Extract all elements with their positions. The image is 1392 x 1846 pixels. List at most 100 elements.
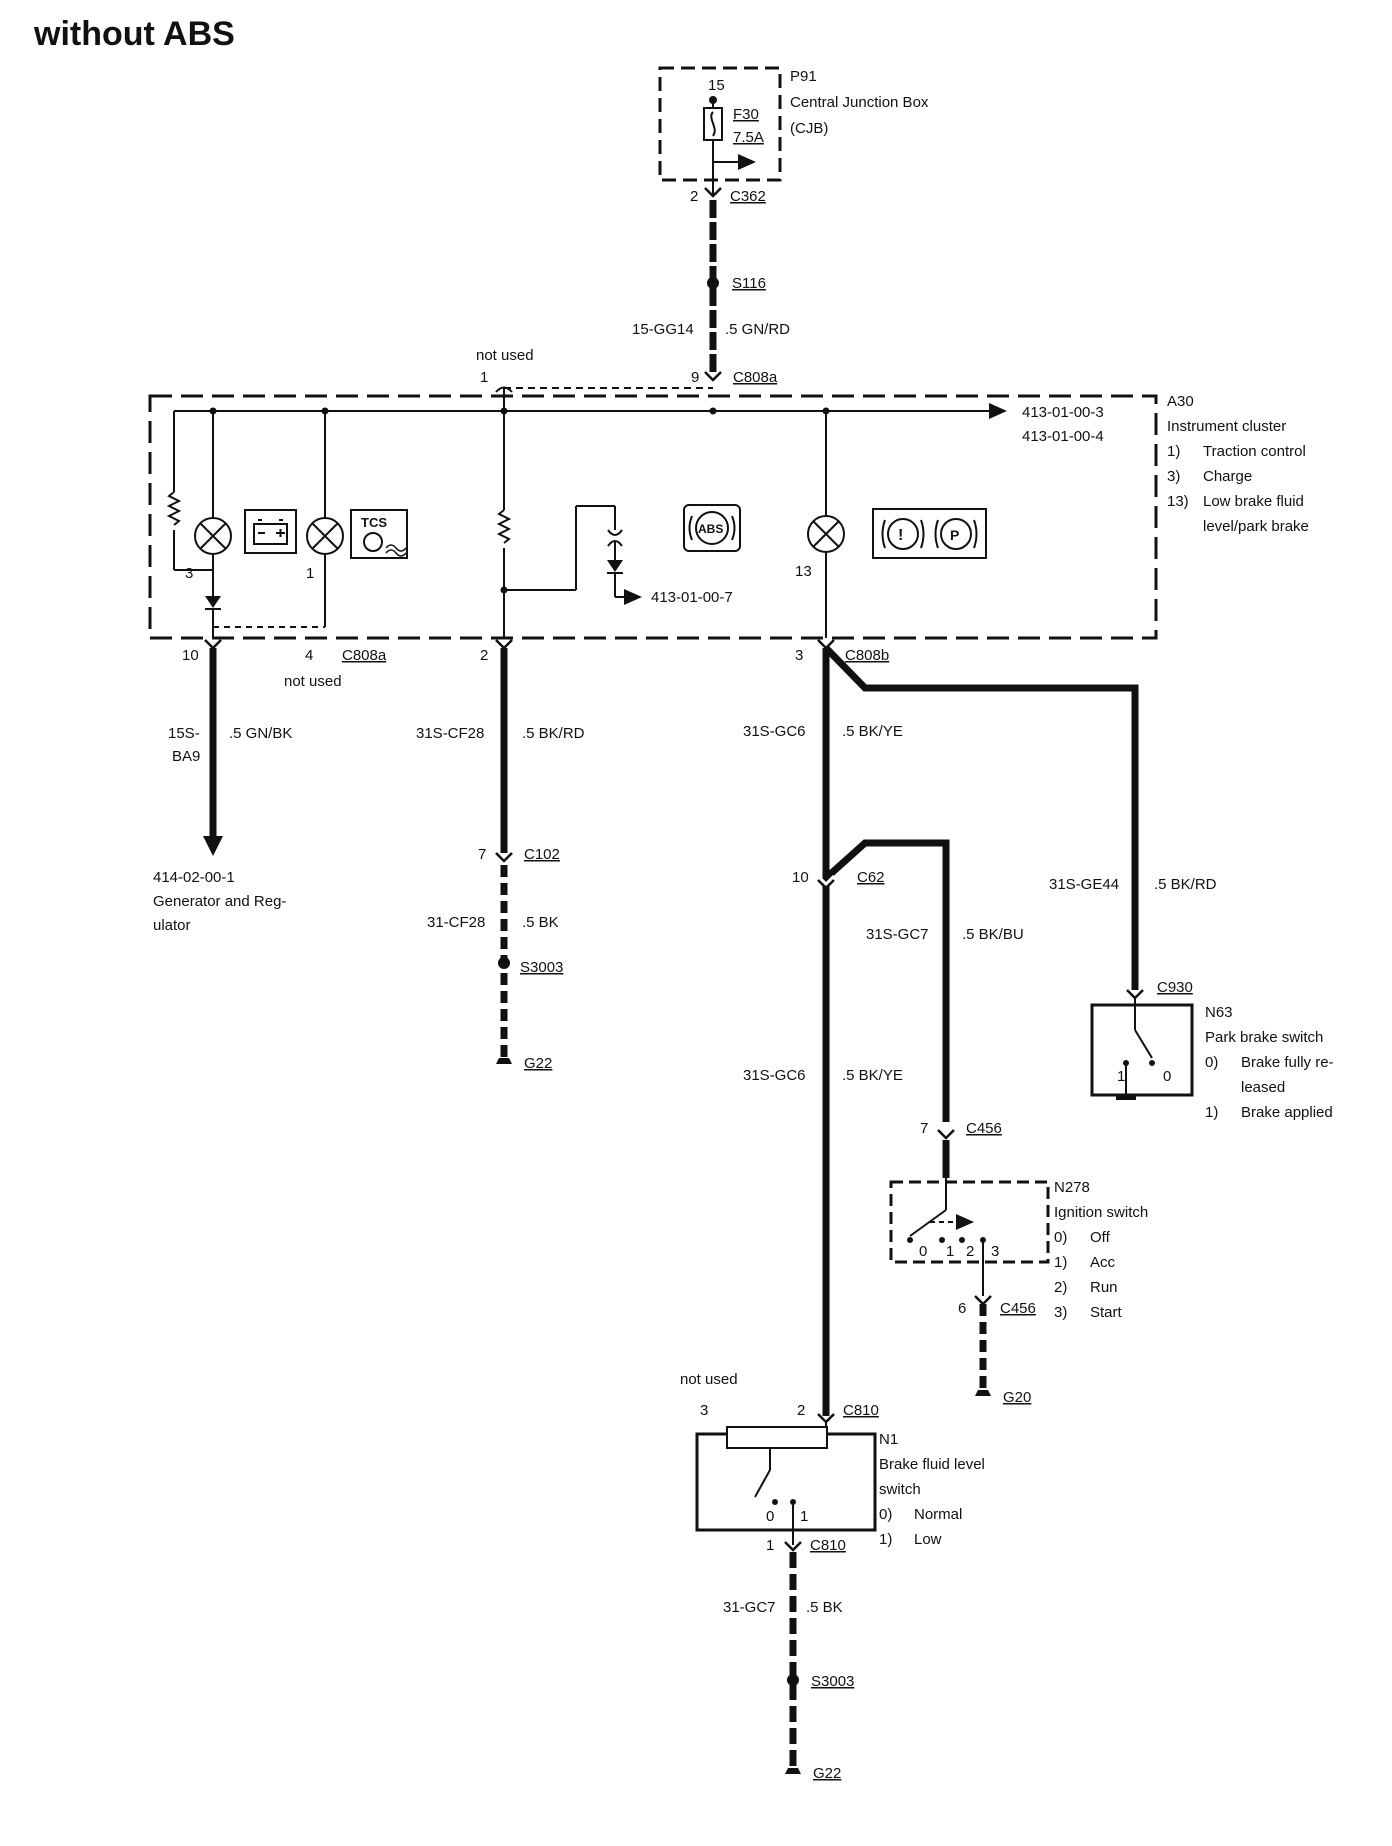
park-pos-1: 1	[1117, 1068, 1125, 1085]
c102-circuit: 31S-CF28	[416, 725, 484, 742]
fuse-rating: 7.5A	[733, 129, 764, 146]
gc6-circuit: 31S-GC6	[743, 723, 806, 740]
n1-legend-2-num: 1)	[879, 1531, 892, 1548]
a30-instrument-cluster-box	[148, 394, 1158, 640]
n278-legend-3-text: Run	[1090, 1279, 1118, 1296]
n1-pos-0: 0	[766, 1508, 774, 1525]
s3003-label-a: S3003	[520, 959, 563, 976]
n63-legend-1-text: Brake fully re-	[1241, 1054, 1334, 1071]
c102-pin: 7	[478, 846, 486, 863]
ignition-switch-box	[889, 1180, 1050, 1264]
n63-id: N63	[1205, 1004, 1233, 1021]
n63-legend-3-text: Brake applied	[1241, 1104, 1333, 1121]
gen-name-2: ulator	[153, 917, 191, 934]
ign-pos-0: 0	[919, 1243, 927, 1260]
gc7-wire: .5 BK/BU	[962, 926, 1024, 943]
abs-symbol-icon	[683, 504, 741, 552]
ge44-circuit: 31S-GE44	[1049, 876, 1119, 893]
charge-resistor	[166, 491, 182, 526]
lamp-num-3: 3	[185, 565, 193, 582]
s3003-splice-b	[787, 1674, 799, 1686]
bot-c808a: C808a	[342, 647, 387, 664]
a30-id: A30	[1167, 393, 1194, 410]
n63-legend-3-num: 1)	[1205, 1104, 1218, 1121]
a30-legend-2-num: 3)	[1167, 468, 1180, 485]
gc7-circuit: 31S-GC7	[866, 926, 929, 943]
c930-connector	[1126, 989, 1144, 1000]
bot-pin-4: 4	[305, 647, 313, 664]
ign-pos-1: 1	[946, 1243, 954, 1260]
c102-wire: .5 BK/RD	[522, 725, 585, 742]
a30-legend-2-text: Charge	[1203, 468, 1252, 485]
bot-pin-10: 10	[182, 647, 199, 664]
park-switch-blade	[1134, 1029, 1153, 1059]
s116-label: S116	[732, 275, 766, 292]
c456-connector	[937, 1129, 955, 1140]
n1-legend-1-num: 0)	[879, 1506, 892, 1523]
n1-connector-block	[726, 1426, 828, 1449]
n278-legend-2-num: 1)	[1054, 1254, 1067, 1271]
n278-legend-4-num: 3)	[1054, 1304, 1067, 1321]
park-pos-0: 0	[1163, 1068, 1171, 1085]
n1-name-1: Brake fluid level	[879, 1456, 985, 1473]
n1-out-pin: 1	[766, 1537, 774, 1554]
c102-circuit-2: 31-CF28	[427, 914, 485, 931]
c810-connector-2	[784, 1541, 802, 1552]
gen-circuit-2: BA9	[172, 748, 200, 765]
a30-name: Instrument cluster	[1167, 418, 1286, 435]
brake-park-symbol-icon	[872, 508, 987, 559]
ref-top-1: 413-01-00-3	[1022, 404, 1104, 421]
c102-label: C102	[524, 846, 560, 863]
battery-symbol-icon	[244, 509, 297, 554]
c62-label: C62	[857, 869, 885, 886]
park-switch-ground	[1116, 1095, 1136, 1100]
feed-wire: .5 GN/RD	[725, 321, 790, 338]
n278-name: Ignition switch	[1054, 1204, 1148, 1221]
n1-legend-1-text: Normal	[914, 1506, 962, 1523]
gen-circuit-1: 15S-	[168, 725, 200, 742]
mid-diode-icon	[607, 560, 623, 572]
s116-splice	[707, 277, 719, 289]
bot-not-used: not used	[284, 673, 342, 690]
n1-id: N1	[879, 1431, 898, 1448]
c62-connector	[817, 879, 835, 890]
a30-legend-4-text: level/park brake	[1203, 518, 1309, 535]
n278-legend-4-text: Start	[1090, 1304, 1123, 1321]
n278-legend-2-text: Acc	[1090, 1254, 1116, 1271]
p91-abbr: (CJB)	[790, 120, 828, 137]
tcs-text: TCS	[361, 515, 387, 530]
gen-ref: 414-02-00-1	[153, 869, 235, 886]
wire-31s-gc7	[823, 839, 950, 1122]
c456-label-2: C456	[1000, 1300, 1036, 1317]
n1-pin-2: 2	[797, 1402, 805, 1419]
s3003-splice-a	[498, 957, 510, 969]
n1-circuit: 31-GC7	[723, 1599, 776, 1616]
c362-connector	[704, 187, 722, 198]
park-brake-switch-box	[1090, 1003, 1194, 1097]
c930-label: C930	[1157, 979, 1193, 996]
g20-label: G20	[1003, 1389, 1031, 1406]
ignition-switch-blade	[909, 1209, 947, 1237]
n1-wire: .5 BK	[806, 1599, 843, 1616]
n278-id: N278	[1054, 1179, 1090, 1196]
gc6-wire: .5 BK/YE	[842, 723, 903, 740]
lamp-num-13: 13	[795, 563, 812, 580]
n1-pos-1: 1	[800, 1508, 808, 1525]
g22-label-a: G22	[524, 1055, 552, 1072]
gen-wire: .5 GN/BK	[229, 725, 292, 742]
top-c808a: C808a	[733, 369, 778, 386]
gc6-wire-b: .5 BK/YE	[842, 1067, 903, 1084]
n1-not-used: not used	[680, 1371, 738, 1388]
fuse-name: F30	[733, 106, 759, 123]
a30-legend-1-num: 1)	[1167, 443, 1180, 460]
lamp-num-1: 1	[306, 565, 314, 582]
abs-text: ABS	[698, 522, 723, 536]
top-not-used: not used	[476, 347, 534, 364]
diagram-heading: without ABS	[33, 15, 235, 53]
n1-switch-blade	[754, 1469, 771, 1498]
ref-top-2: 413-01-00-4	[1022, 428, 1104, 445]
ign-pos-2: 2	[966, 1243, 974, 1260]
ge44-wire: .5 BK/RD	[1154, 876, 1217, 893]
generator-arrow	[203, 836, 223, 856]
